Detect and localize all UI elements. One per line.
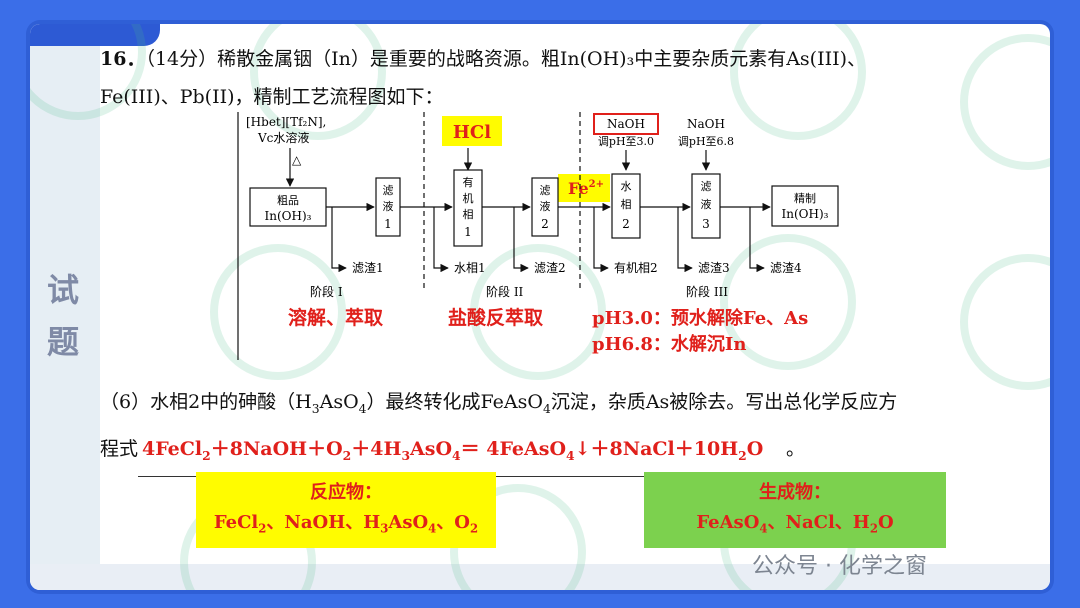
watermark-seal — [730, 24, 866, 140]
box-aqueous-2 — [611, 173, 641, 239]
naoh-1-label: NaOH — [607, 117, 645, 131]
svg-text:2: 2 — [541, 217, 549, 231]
part-6-line-1: （6）水相2中的砷酸（H3AsO4）最终转化成FeAsO4沉淀，杂质As被除去。… — [100, 391, 898, 416]
svg-text:In(OH)₃: In(OH)₃ — [782, 207, 829, 221]
stage-2-note: 盐酸反萃取 — [448, 306, 543, 329]
fe-highlight — [558, 174, 610, 202]
svg-text:精制: 精制 — [794, 192, 816, 205]
products-title: 生成物： — [759, 482, 831, 503]
stage-3-note-a: pH3.0：预水解除Fe、As — [592, 307, 808, 329]
hcl-label: HCl — [453, 122, 491, 143]
box-filtrate-2 — [531, 177, 559, 237]
svg-text:In(OH)₃: In(OH)₃ — [265, 209, 312, 223]
products-box: 生成物： FeAsO4、NaCl、H2O — [644, 472, 946, 548]
svg-text:相: 相 — [621, 198, 632, 211]
svg-text:1: 1 — [464, 225, 472, 239]
svg-text:液: 液 — [383, 199, 394, 213]
watermark-seal — [210, 244, 346, 380]
svg-text:机: 机 — [463, 191, 474, 205]
watermark-seal — [470, 244, 606, 380]
naoh-1-highlight — [593, 113, 659, 135]
svg-text:阶段 II: 阶段 II — [486, 284, 524, 299]
naoh-1-ph: 调pH至3.0 — [598, 135, 654, 148]
svg-text:滤: 滤 — [540, 184, 551, 197]
heat-symbol: △ — [292, 153, 302, 167]
reagent-1-line-2: Vc水溶液 — [257, 130, 309, 145]
svg-text:滤渣4: 滤渣4 — [770, 261, 802, 275]
svg-text:2: 2 — [622, 217, 630, 231]
side-label: 试题 — [46, 271, 79, 361]
reagent-1-line-1: [Hbet][Tf₂N], — [246, 115, 326, 129]
svg-text:有: 有 — [463, 175, 474, 189]
box-refined — [771, 185, 839, 227]
svg-text:相: 相 — [463, 208, 474, 221]
svg-text:粗品: 粗品 — [277, 194, 299, 207]
svg-text:水: 水 — [621, 180, 632, 193]
part-6: （6）水相2中的砷酸（H3AsO4）最终转化成FeAsO4沉淀，杂质As被除去。… — [100, 382, 1020, 477]
svg-text:滤: 滤 — [701, 180, 712, 193]
svg-text:滤渣2: 滤渣2 — [534, 261, 566, 275]
stage-1-note: 溶解、萃取 — [288, 306, 383, 329]
source-credit: 公众号 · 化学之窗 — [752, 554, 927, 579]
answer-equation: 4FeCl2＋8NaOH＋O2＋4H3AsO4＝ 4FeAsO4↓＋8NaCl＋… — [138, 429, 787, 477]
hcl-highlight — [442, 116, 502, 146]
products-list: FeAsO4、NaCl、H2O — [696, 512, 894, 536]
svg-text:阶段 I: 阶段 I — [310, 284, 343, 299]
watermark-seal — [30, 24, 146, 120]
reactants-title: 反应物： — [310, 482, 382, 503]
process-flow-diagram: [Hbet][Tf₂N], Vc水溶液 △ HCl NaOH 调pH至3.0 N… — [237, 112, 839, 360]
question-line-1: （14分）稀散金属铟（In）是重要的战略资源。粗In(OH)₃中主要杂质元素有A… — [145, 48, 867, 70]
box-organic-1 — [453, 169, 483, 247]
svg-text:1: 1 — [384, 217, 392, 231]
watermark-seal — [960, 34, 1050, 170]
naoh-2-ph: 调pH至6.8 — [678, 135, 734, 148]
svg-text:液: 液 — [540, 199, 551, 213]
reactants-box: 反应物： FeCl2、NaOH、H3AsO4、O2 — [196, 472, 496, 548]
box-filtrate-3 — [691, 173, 721, 239]
fe-label: Fe2+ — [568, 179, 604, 198]
watermark-seal — [960, 254, 1050, 390]
svg-text:有机相2: 有机相2 — [614, 261, 658, 275]
svg-text:滤渣1: 滤渣1 — [352, 261, 384, 275]
watermark-seal — [250, 24, 386, 140]
watermark-seal — [720, 234, 856, 370]
question-line-2: Fe(III)、Pb(II)，精制工艺流程图如下： — [100, 86, 444, 108]
stage-3-note-b: pH6.8：水解沉In — [592, 333, 746, 355]
svg-text:阶段 III: 阶段 III — [686, 284, 728, 299]
reactants-list: FeCl2、NaOH、H3AsO4、O2 — [213, 512, 479, 536]
svg-text:滤渣3: 滤渣3 — [698, 261, 730, 275]
svg-text:液: 液 — [701, 197, 712, 211]
svg-text:水相1: 水相1 — [454, 261, 486, 275]
svg-text:3: 3 — [702, 217, 710, 231]
question-text: 16．（14分）稀散金属铟（In）是重要的战略资源。粗In(OH)₃中主要杂质元… — [100, 40, 1010, 116]
naoh-2-label: NaOH — [687, 117, 725, 131]
box-filtrate-1 — [375, 177, 401, 237]
svg-text:滤: 滤 — [383, 184, 394, 197]
question-number: 16． — [100, 48, 146, 70]
